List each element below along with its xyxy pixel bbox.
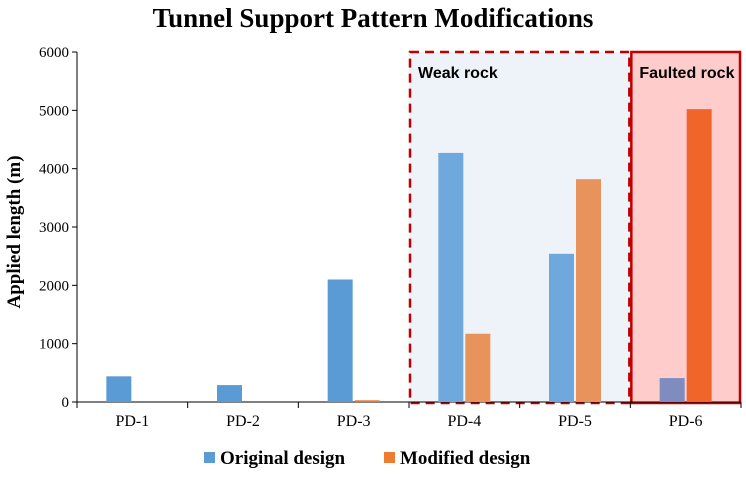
axes-layer: 0 1000 2000 3000 4000 5000 6000 <box>39 45 742 411</box>
bars-layer <box>106 109 712 403</box>
region-1-background <box>630 52 741 402</box>
y-tick-label: 3000 <box>39 220 69 236</box>
y-tick-label: 4000 <box>39 162 69 178</box>
x-tick-label: PD-2 <box>226 413 260 430</box>
region-1-border <box>630 50 742 405</box>
x-tick-label: PD-4 <box>447 413 481 430</box>
y-axis-label: Applied length (m) <box>4 155 25 308</box>
x-tick-label: PD-1 <box>115 413 149 430</box>
region-1-label: Faulted rock <box>639 65 734 82</box>
bar-modified-design-pd-6 <box>686 109 712 403</box>
y-tick-label: 1000 <box>39 337 69 353</box>
bar-modified-design-pd-3 <box>354 400 380 402</box>
y-tick-label: 0 <box>62 395 70 411</box>
region-0-label: Weak rock <box>418 65 498 82</box>
bar-original-design-pd-6 <box>659 378 685 402</box>
bar-original-design-pd-4 <box>438 152 464 402</box>
chart-title: Tunnel Support Pattern Modifications <box>153 3 594 33</box>
bar-original-design-pd-1 <box>106 376 132 402</box>
bar-modified-design-pd-4 <box>465 333 491 402</box>
x-tick-label: PD-3 <box>337 413 371 430</box>
y-tick-label: 6000 <box>39 45 69 61</box>
legend-label-0: Original design <box>220 448 346 469</box>
y-tick-label: 2000 <box>39 278 69 294</box>
bar-modified-design-pd-5 <box>576 179 601 402</box>
bar-original-design-pd-2 <box>217 385 242 402</box>
labels-layer: PD-1 PD-2 PD-3 PD-4 PD-5 PD-6 <box>115 413 702 430</box>
legend: Original design Modified design <box>204 448 531 469</box>
x-tick-label: PD-5 <box>558 413 592 430</box>
bar-original-design-pd-3 <box>327 279 353 402</box>
legend-swatch-0 <box>204 452 215 463</box>
legend-swatch-1 <box>384 452 395 463</box>
y-tick-label: 5000 <box>39 103 69 119</box>
legend-label-1: Modified design <box>400 448 531 469</box>
bar-original-design-pd-5 <box>549 253 574 402</box>
x-tick-label: PD-6 <box>669 413 703 430</box>
